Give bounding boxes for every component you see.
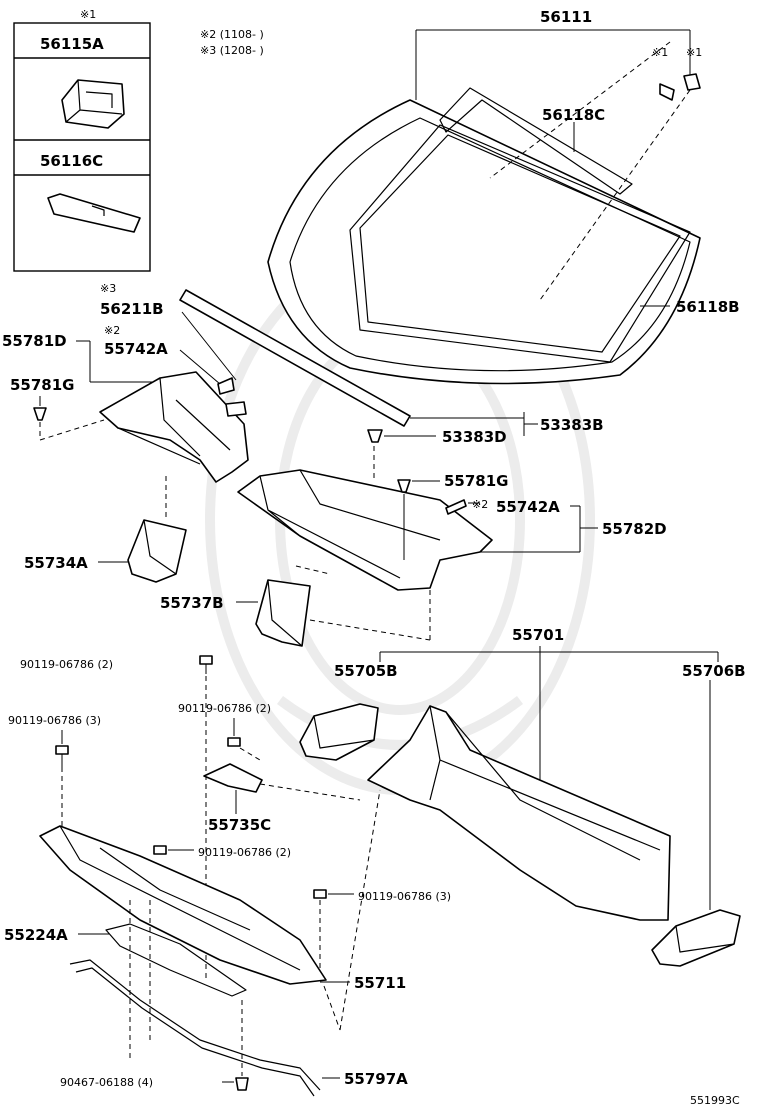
label-53383B: 53383B bbox=[540, 416, 604, 434]
part-55734A-bracket bbox=[127, 519, 187, 583]
dash-55735C bbox=[239, 747, 361, 801]
label-56116C: 56116C bbox=[40, 152, 103, 170]
leader-55701 bbox=[379, 646, 719, 910]
label-55742A-left: 55742A bbox=[104, 340, 168, 358]
leader-55781G-right bbox=[403, 480, 440, 560]
label-56115A: 56115A bbox=[40, 35, 104, 53]
label-55782D: 55782D bbox=[602, 520, 667, 538]
part-55781G-right-clip bbox=[397, 479, 411, 493]
label-bolt-1: 90119-06786 (2) bbox=[20, 658, 113, 671]
part-bolt-3 bbox=[55, 730, 69, 772]
label-bolt-2: 90119-06786 (2) bbox=[178, 702, 271, 715]
part-56211B-pad bbox=[217, 377, 247, 417]
leader-53383 bbox=[373, 412, 538, 478]
label-note-2-right: ※2 bbox=[472, 498, 488, 511]
dash-clip bbox=[129, 900, 243, 1076]
label-55701: 55701 bbox=[512, 626, 564, 644]
leader-55782D bbox=[468, 502, 598, 553]
part-bolt-4 bbox=[153, 845, 194, 855]
label-bolt-4: 90119-06786 (2) bbox=[198, 846, 291, 859]
label-55706B: 55706B bbox=[682, 662, 746, 680]
label-bolt-3: 90119-06786 (3) bbox=[8, 714, 101, 727]
label-55781D: 55781D bbox=[2, 332, 67, 350]
part-55742A-right-pad bbox=[445, 499, 467, 515]
legend-note-2: ※2 (1108- ) bbox=[200, 28, 264, 41]
label-55734A: 55734A bbox=[24, 554, 88, 572]
part-55706B-bracket bbox=[651, 909, 741, 967]
part-55781G-left-clip bbox=[33, 407, 47, 421]
part-55224A-seal bbox=[105, 923, 247, 997]
label-55742A-right: 55742A bbox=[496, 498, 560, 516]
leader-55781D bbox=[76, 311, 237, 385]
part-55701-cowl-top bbox=[367, 705, 671, 921]
leader-55781G-left bbox=[39, 396, 105, 441]
dash-55711 bbox=[323, 789, 381, 1031]
leader-56111 bbox=[415, 29, 691, 301]
label-55711: 55711 bbox=[354, 974, 406, 992]
part-56118C-molding bbox=[439, 87, 633, 195]
label-55797A: 55797A bbox=[344, 1070, 408, 1088]
part-55737B-bracket bbox=[255, 579, 311, 647]
part-55735C-bracket bbox=[203, 763, 263, 793]
label-note-2: ※2 bbox=[104, 324, 120, 337]
label-53383D: 53383D bbox=[442, 428, 507, 446]
diagram-code: 551993C bbox=[690, 1094, 740, 1107]
part-53383B-weatherstrip bbox=[179, 289, 411, 427]
part-clip bbox=[235, 1077, 249, 1091]
label-bolt-5: 90119-06786 (3) bbox=[358, 890, 451, 903]
inset-box bbox=[13, 22, 151, 272]
label-55781G-left: 55781G bbox=[10, 376, 75, 394]
dash-55737B bbox=[295, 565, 431, 641]
legend-note-3: ※3 (1208- ) bbox=[200, 44, 264, 57]
part-56115A-clip bbox=[61, 79, 125, 129]
part-55781D-cowl-side bbox=[99, 371, 249, 483]
part-56116C-pad bbox=[47, 193, 141, 233]
part-56111-windshield bbox=[267, 99, 701, 385]
label-56211B: 56211B bbox=[100, 300, 164, 318]
part-bolt-5 bbox=[313, 889, 354, 899]
part-55711-panel bbox=[39, 825, 327, 985]
label-clip: 90467-06188 (4) bbox=[60, 1076, 153, 1089]
part-53383D-clip bbox=[367, 429, 383, 443]
label-55705B: 55705B bbox=[334, 662, 398, 680]
label-note-1b: ※1 bbox=[686, 46, 702, 59]
label-55737B: 55737B bbox=[160, 594, 224, 612]
label-56118C: 56118C bbox=[542, 106, 605, 124]
label-55781G-right: 55781G bbox=[444, 472, 509, 490]
label-55224A: 55224A bbox=[4, 926, 68, 944]
inset-note-mark: ※1 bbox=[80, 8, 96, 21]
label-56111: 56111 bbox=[540, 8, 592, 26]
part-bolt-1 bbox=[199, 655, 213, 674]
part-55705B-bracket bbox=[299, 703, 379, 761]
part-note1-clips bbox=[659, 73, 701, 101]
part-bolt-2 bbox=[227, 718, 241, 747]
label-note-3: ※3 bbox=[100, 282, 116, 295]
label-55735C: 55735C bbox=[208, 816, 271, 834]
part-55797A-hose bbox=[69, 959, 321, 1097]
label-note-1a: ※1 bbox=[652, 46, 668, 59]
label-56118B: 56118B bbox=[676, 298, 740, 316]
